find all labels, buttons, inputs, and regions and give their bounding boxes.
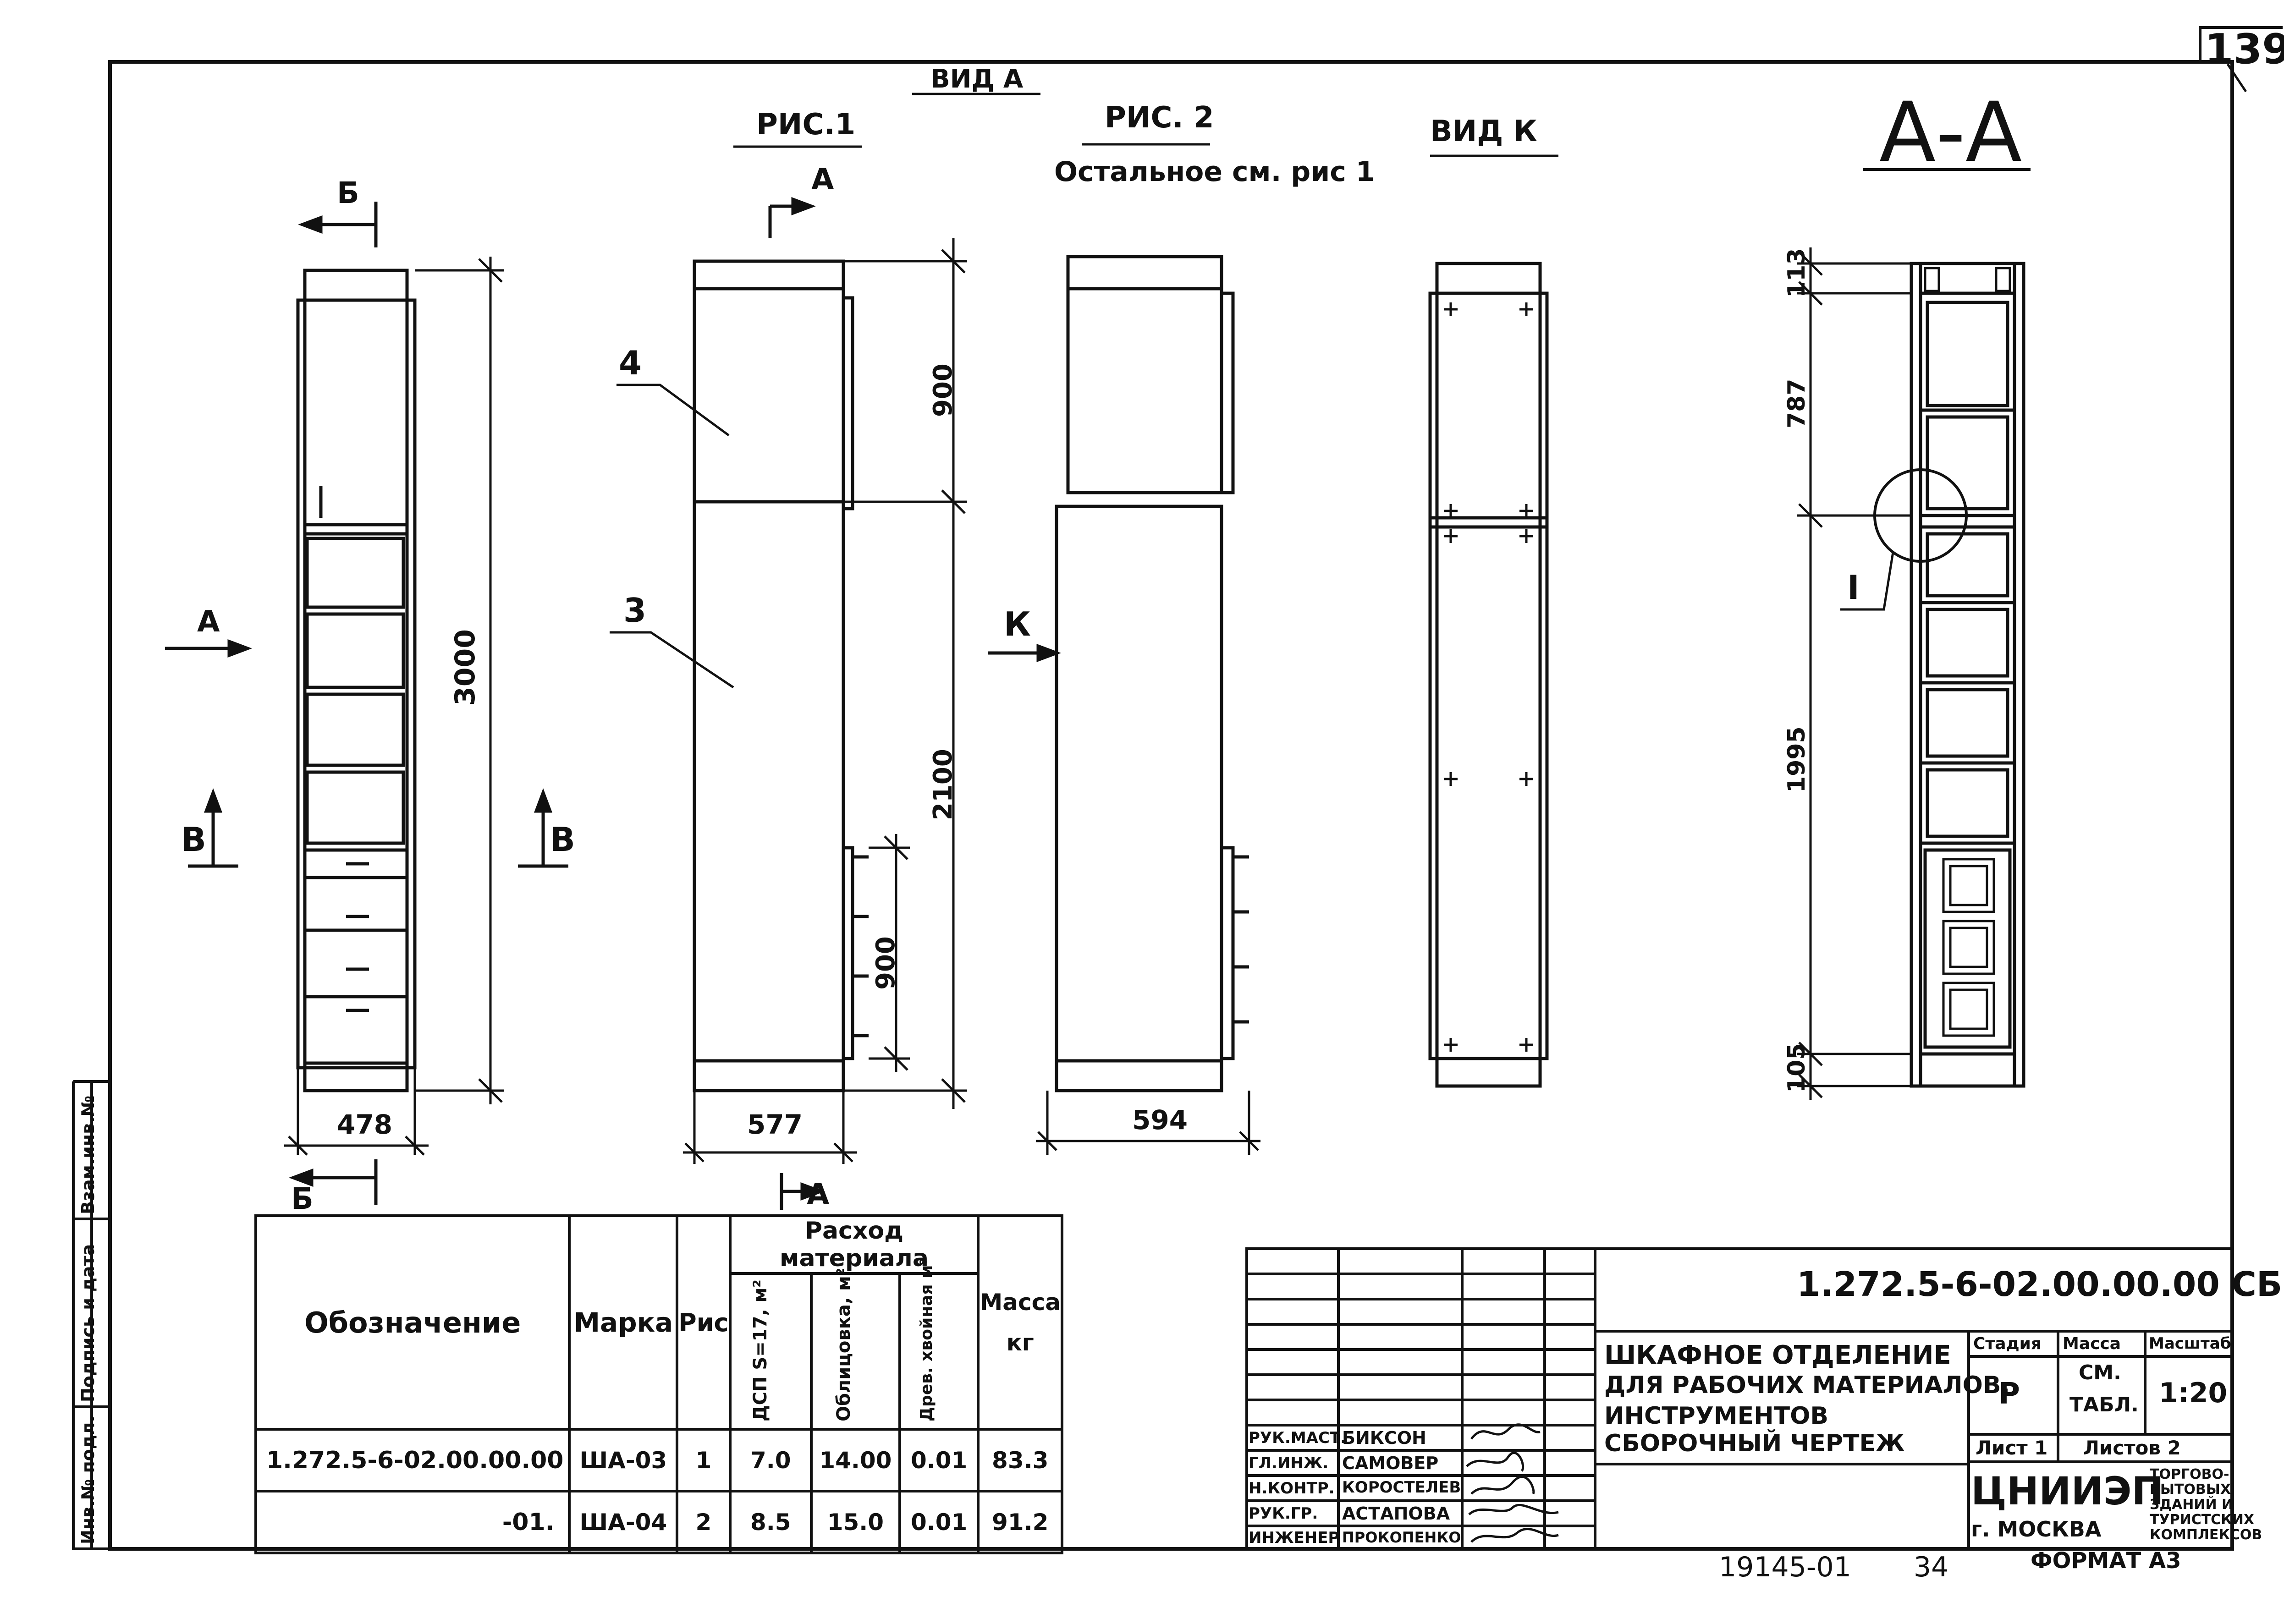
sign-role: РУК.ГР. [1249, 1504, 1318, 1523]
spec-cell-fig: 2 [676, 1490, 732, 1554]
dim-width-fig1: 577 [747, 1109, 803, 1140]
mass-label: Масса [2063, 1334, 2121, 1353]
view-k-label: ВИД К [1430, 115, 1537, 148]
format-label: ФОРМАТ А3 [2031, 1548, 2181, 1574]
position-3: 3 [623, 591, 647, 630]
spec-header-mass: Масса кг [977, 1214, 1063, 1431]
title-line-3: ИНСТРУМЕНТОВ [1604, 1402, 1828, 1430]
spec-header-mass-unit: кг [1006, 1329, 1034, 1356]
spec-cell-wood: 0.01 [898, 1428, 980, 1492]
stage-label: Стадия [1973, 1334, 2042, 1353]
sign-name: САМОВЕР [1342, 1453, 1439, 1473]
sheet-number-frame [2199, 26, 2283, 62]
title-line-1: ШКАФНОЕ ОТДЕЛЕНИЕ [1604, 1340, 1951, 1370]
view-k-drawing [1428, 154, 1558, 1088]
spec-cell-facing: 14.00 [809, 1428, 901, 1492]
spec-cell-designation: 1.272.5-6-02.00.00.00 [254, 1428, 571, 1492]
sign-role: Н.КОНТР. [1249, 1479, 1335, 1498]
spec-cell-designation: -01. [254, 1490, 571, 1554]
mass-value-1: СМ. [2079, 1361, 2121, 1384]
spec-cell-mark: ША-04 [568, 1490, 679, 1554]
spec-cell-dsp: 8.5 [728, 1490, 813, 1554]
view-a-drawing [165, 202, 568, 1205]
org-desc-2: БЫТОВЫХ [2150, 1481, 2231, 1498]
corner-mark [2226, 63, 2247, 93]
sign-role: ГЛ.ИНЖ. [1249, 1454, 1329, 1472]
dim-width-fig2: 594 [1132, 1104, 1188, 1136]
spec-header-dsp-cell: ДСП S=17, м² [728, 1272, 813, 1431]
spec-cell-fig: 1 [676, 1428, 732, 1492]
spec-cell-facing: 15.0 [809, 1490, 901, 1554]
sheet-label: Лист 1 [1976, 1437, 2048, 1459]
fig2-label: РИС. 2 [1105, 101, 1214, 135]
spec-header-designation: Обозначение [254, 1214, 571, 1431]
sign-role: ИНЖЕНЕР [1249, 1529, 1340, 1547]
org-desc-4: ТУРИСТСКИХ [2150, 1512, 2254, 1528]
marker-k-arrow: К [1004, 605, 1031, 643]
marker-a-arrow: А [197, 605, 220, 639]
sheets-label: Листов 2 [2083, 1437, 2181, 1459]
scale-label: Масштаб [2149, 1334, 2231, 1353]
spec-cell-mark: ША-03 [568, 1428, 679, 1492]
spec-header-fig: Рис [676, 1214, 732, 1431]
fig1-label: РИС.1 [756, 108, 856, 142]
section-aa-drawing [1797, 168, 2031, 1100]
sign-name: ПРОКОПЕНКО [1342, 1529, 1461, 1546]
sheet-number: 139 [2205, 25, 2284, 73]
mass-value-2: ТАБЛ. [2069, 1393, 2139, 1416]
scale-value: 1:20 [2159, 1377, 2228, 1409]
side-stamp-frame [72, 1080, 110, 1550]
footer-archive-number: 19145-01 [1719, 1551, 1851, 1583]
spec-cell-wood: 0.01 [898, 1490, 980, 1554]
org-desc-1: ТОРГОВО- [2150, 1466, 2229, 1482]
org-city: г. МОСКВА [1971, 1517, 2102, 1542]
marker-v-right: В [550, 820, 575, 859]
sign-name: КОРОСТЕЛЕВ [1342, 1478, 1461, 1497]
marker-a-bottom: А [807, 1178, 830, 1212]
spec-row: 1.272.5-6-02.00.00.00 ША-03 1 7.0 14.00 … [254, 1428, 1063, 1492]
node-i-label: I [1847, 568, 1860, 607]
spec-header-mark: Марка [568, 1214, 679, 1431]
title-block-code: 1.272.5-6-02.00.00.00 СБ [1797, 1265, 2283, 1304]
fig2-drawing [988, 143, 1260, 1155]
view-a-top-label: ВИД А [930, 64, 1024, 94]
title-line-4: СБОРОЧНЫЙ ЧЕРТЕЖ [1604, 1430, 1905, 1457]
spec-cell-mass: 91.2 [977, 1490, 1063, 1554]
stage-value: Р [1998, 1377, 2020, 1411]
marker-b-top: Б [337, 176, 359, 210]
spec-table: Обозначение Марка Рис Расход материала М… [254, 1214, 1063, 1554]
footer-page-number: 34 [1914, 1551, 1949, 1583]
fig2-note: Остальное см. рис 1 [1054, 156, 1375, 188]
org-name: ЦНИИЭП [1971, 1469, 2164, 1514]
marker-a-top: А [811, 163, 834, 197]
position-4: 4 [619, 344, 642, 382]
section-aa-label: А-А [1879, 85, 2022, 181]
marker-b-bottom: Б [291, 1182, 314, 1216]
spec-cell-dsp: 7.0 [728, 1428, 813, 1492]
org-desc-5: КОМПЛЕКСОВ [2150, 1527, 2262, 1543]
spec-header-material: Расход материала [728, 1214, 980, 1275]
spec-header-facing-cell: Облицовка, м² [809, 1268, 901, 1431]
spec-header-wood-cell: Древ. хвойная м³ [898, 1258, 980, 1431]
spec-cell-mass: 83.3 [977, 1428, 1063, 1492]
org-desc-3: ЗДАНИЙ И [2150, 1497, 2234, 1513]
marker-v-left: В [181, 820, 206, 859]
dim-width-view-a: 478 [337, 1109, 393, 1140]
fig1-drawing [610, 93, 1040, 1210]
spec-row: -01. ША-04 2 8.5 15.0 0.01 91.2 [254, 1490, 1063, 1554]
sign-name: АСТАПОВА [1342, 1503, 1450, 1524]
sign-role: РУК.МАСТ. [1249, 1429, 1347, 1447]
sign-name: БИКСОН [1342, 1428, 1426, 1448]
spec-header-mass-label: Масса [980, 1289, 1061, 1316]
title-line-2: ДЛЯ РАБОЧИХ МАТЕРИАЛОВ, [1604, 1372, 2010, 1399]
